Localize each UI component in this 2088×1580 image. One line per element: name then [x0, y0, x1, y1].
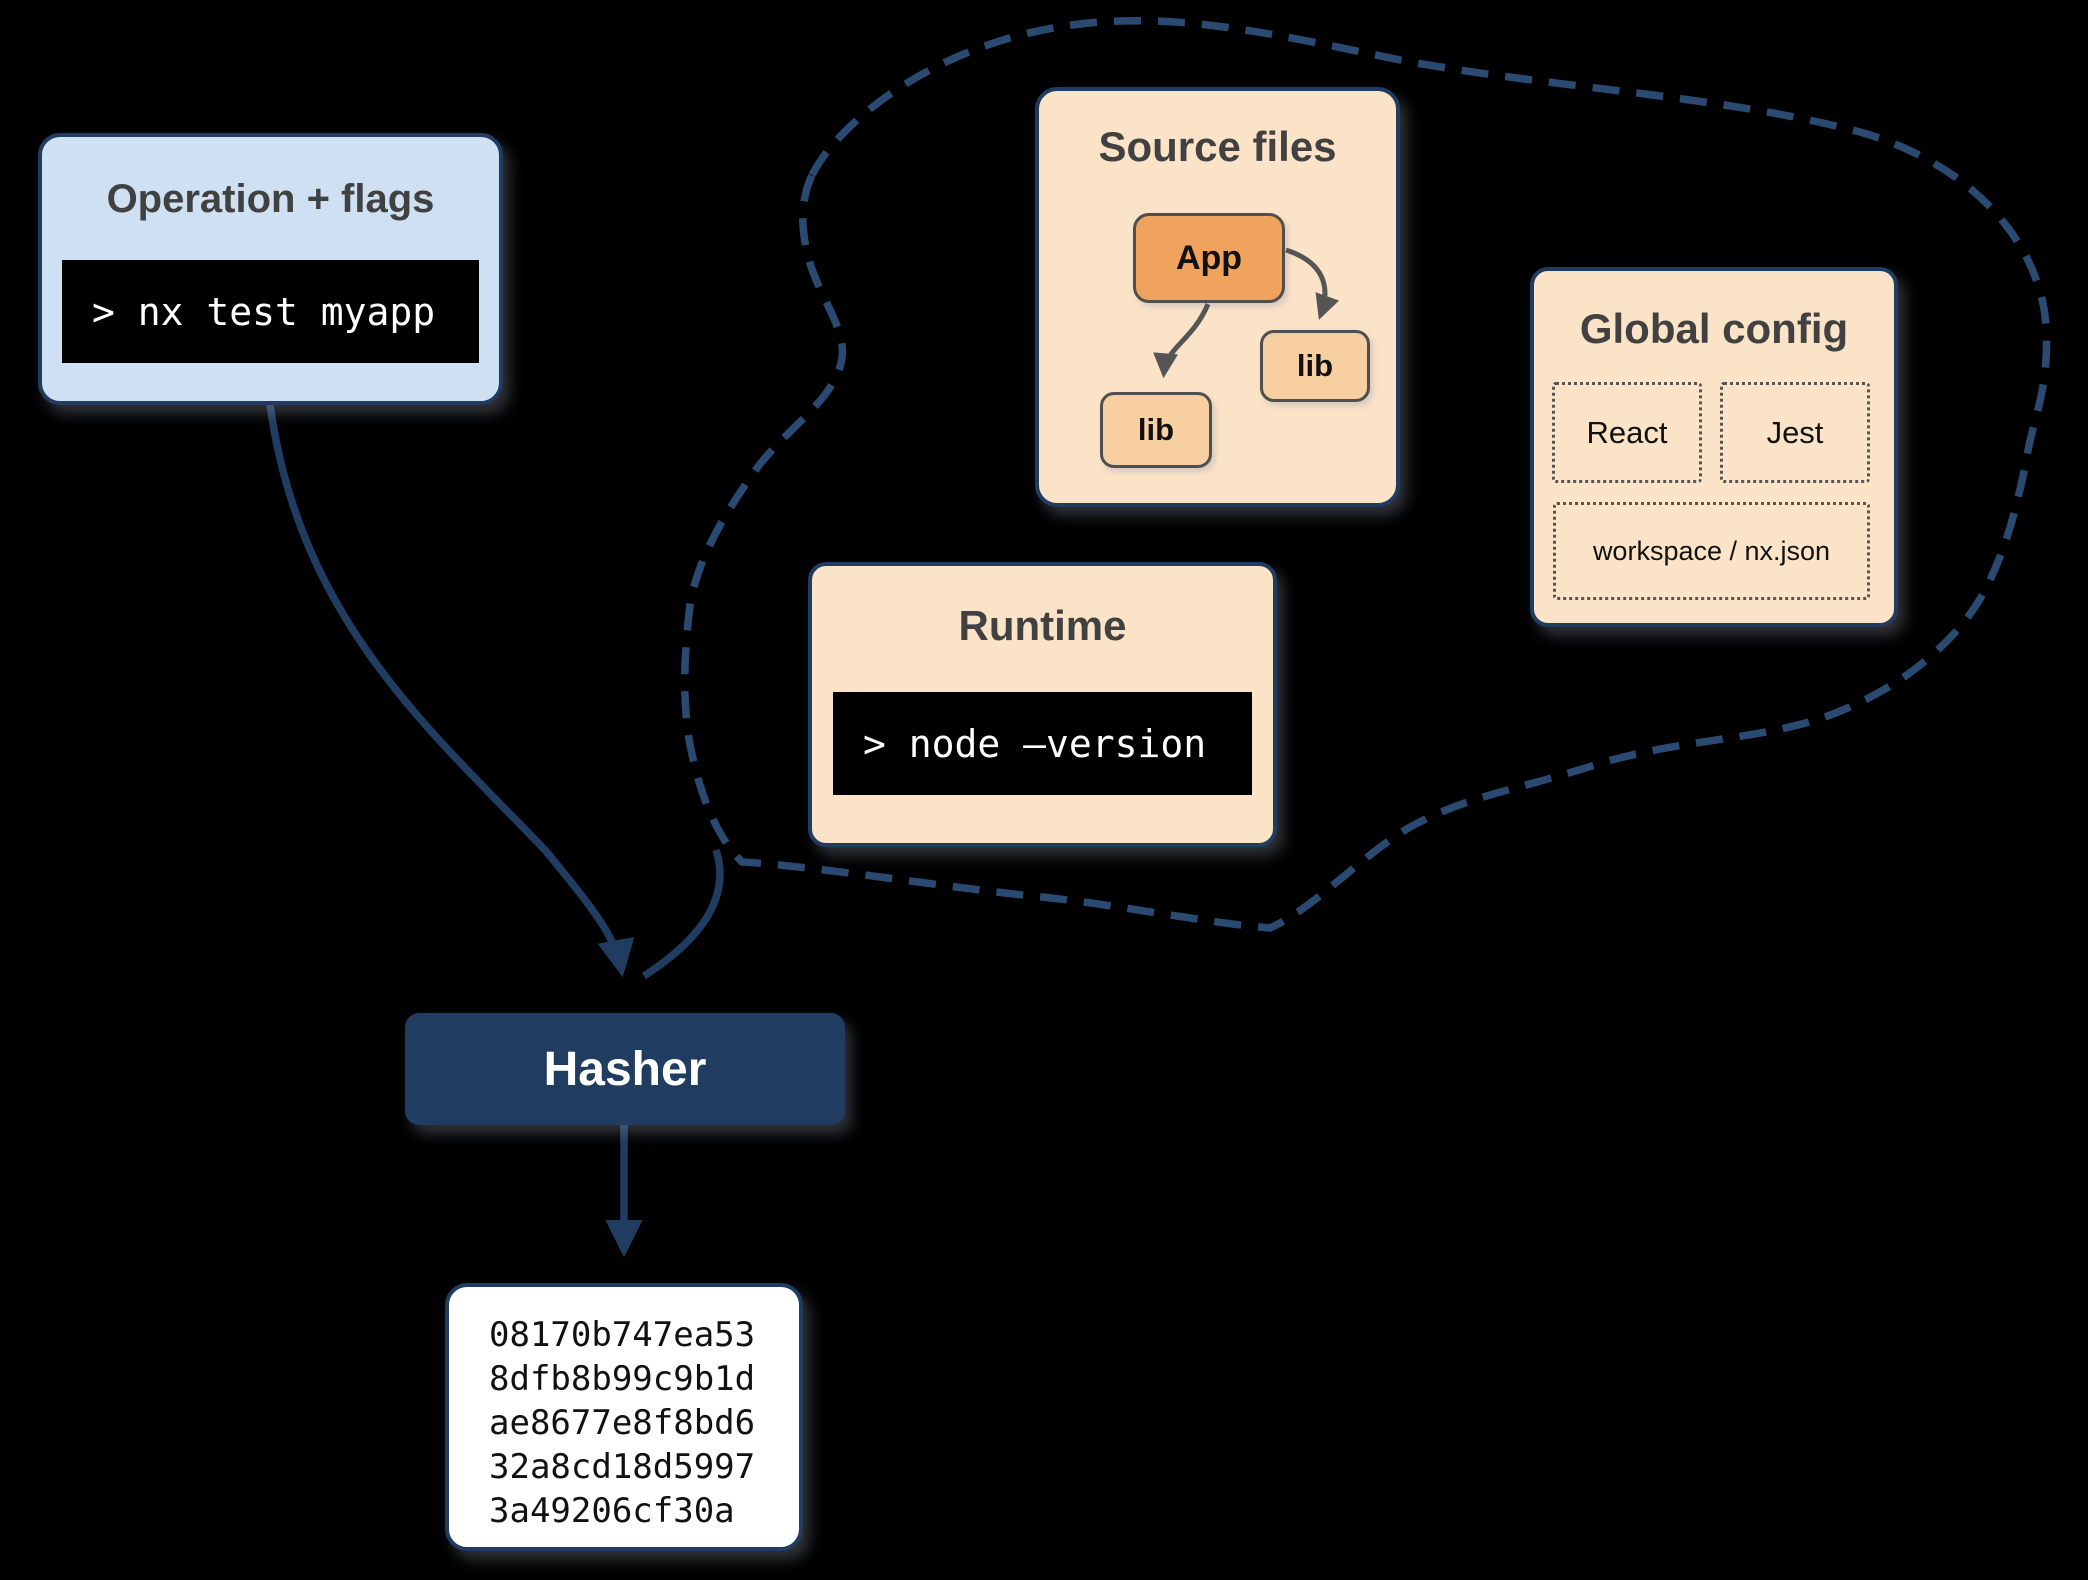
hash-line: 08170b747ea53 — [489, 1315, 756, 1355]
hasher-box: Hasher — [405, 1013, 845, 1125]
hash-line: 8dfb8b99c9b1d — [489, 1359, 756, 1399]
source-files-title: Source files — [1098, 123, 1337, 170]
app-node: App — [1133, 213, 1285, 303]
lib-node-right-label: lib — [1296, 348, 1334, 383]
app-node-label: App — [1175, 238, 1243, 277]
hash-line: 32a8cd18d5997 — [489, 1447, 756, 1487]
global-config-jest: Jest — [1720, 382, 1870, 483]
hash-line: 3a49206cf30a — [489, 1491, 735, 1531]
global-config-box: Global config React Jest workspace / nx.… — [1530, 267, 1898, 627]
runtime-command: > node –version — [863, 721, 1207, 766]
lib-node-left: lib — [1100, 392, 1212, 468]
global-config-workspace: workspace / nx.json — [1553, 502, 1870, 600]
lib-node-left-label: lib — [1137, 412, 1175, 447]
runtime-title: Runtime — [958, 602, 1127, 649]
global-config-title: Global config — [1579, 305, 1849, 352]
runtime-terminal: > node –version — [833, 692, 1252, 795]
jest-label: Jest — [1766, 414, 1824, 450]
runtime-box: Runtime > node –version — [808, 562, 1277, 847]
hasher-label: Hasher — [543, 1042, 707, 1096]
hash-line: ae8677e8f8bd6 — [489, 1403, 756, 1443]
cloud-to-hasher-arrow — [641, 848, 724, 980]
workspace-nxjson-label: workspace / nx.json — [1592, 535, 1831, 566]
operation-command: > nx test myapp — [92, 289, 436, 334]
operation-flags-box: Operation + flags > nx test myapp — [38, 133, 503, 405]
lib-node-right: lib — [1260, 330, 1370, 402]
global-config-react: React — [1552, 382, 1702, 483]
hash-output-box: 08170b747ea53 8dfb8b99c9b1d ae8677e8f8bd… — [445, 1283, 803, 1551]
operation-terminal: > nx test myapp — [62, 260, 479, 363]
operation-flags-title: Operation + flags — [106, 177, 435, 221]
react-label: React — [1586, 414, 1668, 450]
operation-to-hasher-arrow — [266, 404, 635, 978]
source-files-box: Source files App lib lib — [1035, 87, 1400, 507]
